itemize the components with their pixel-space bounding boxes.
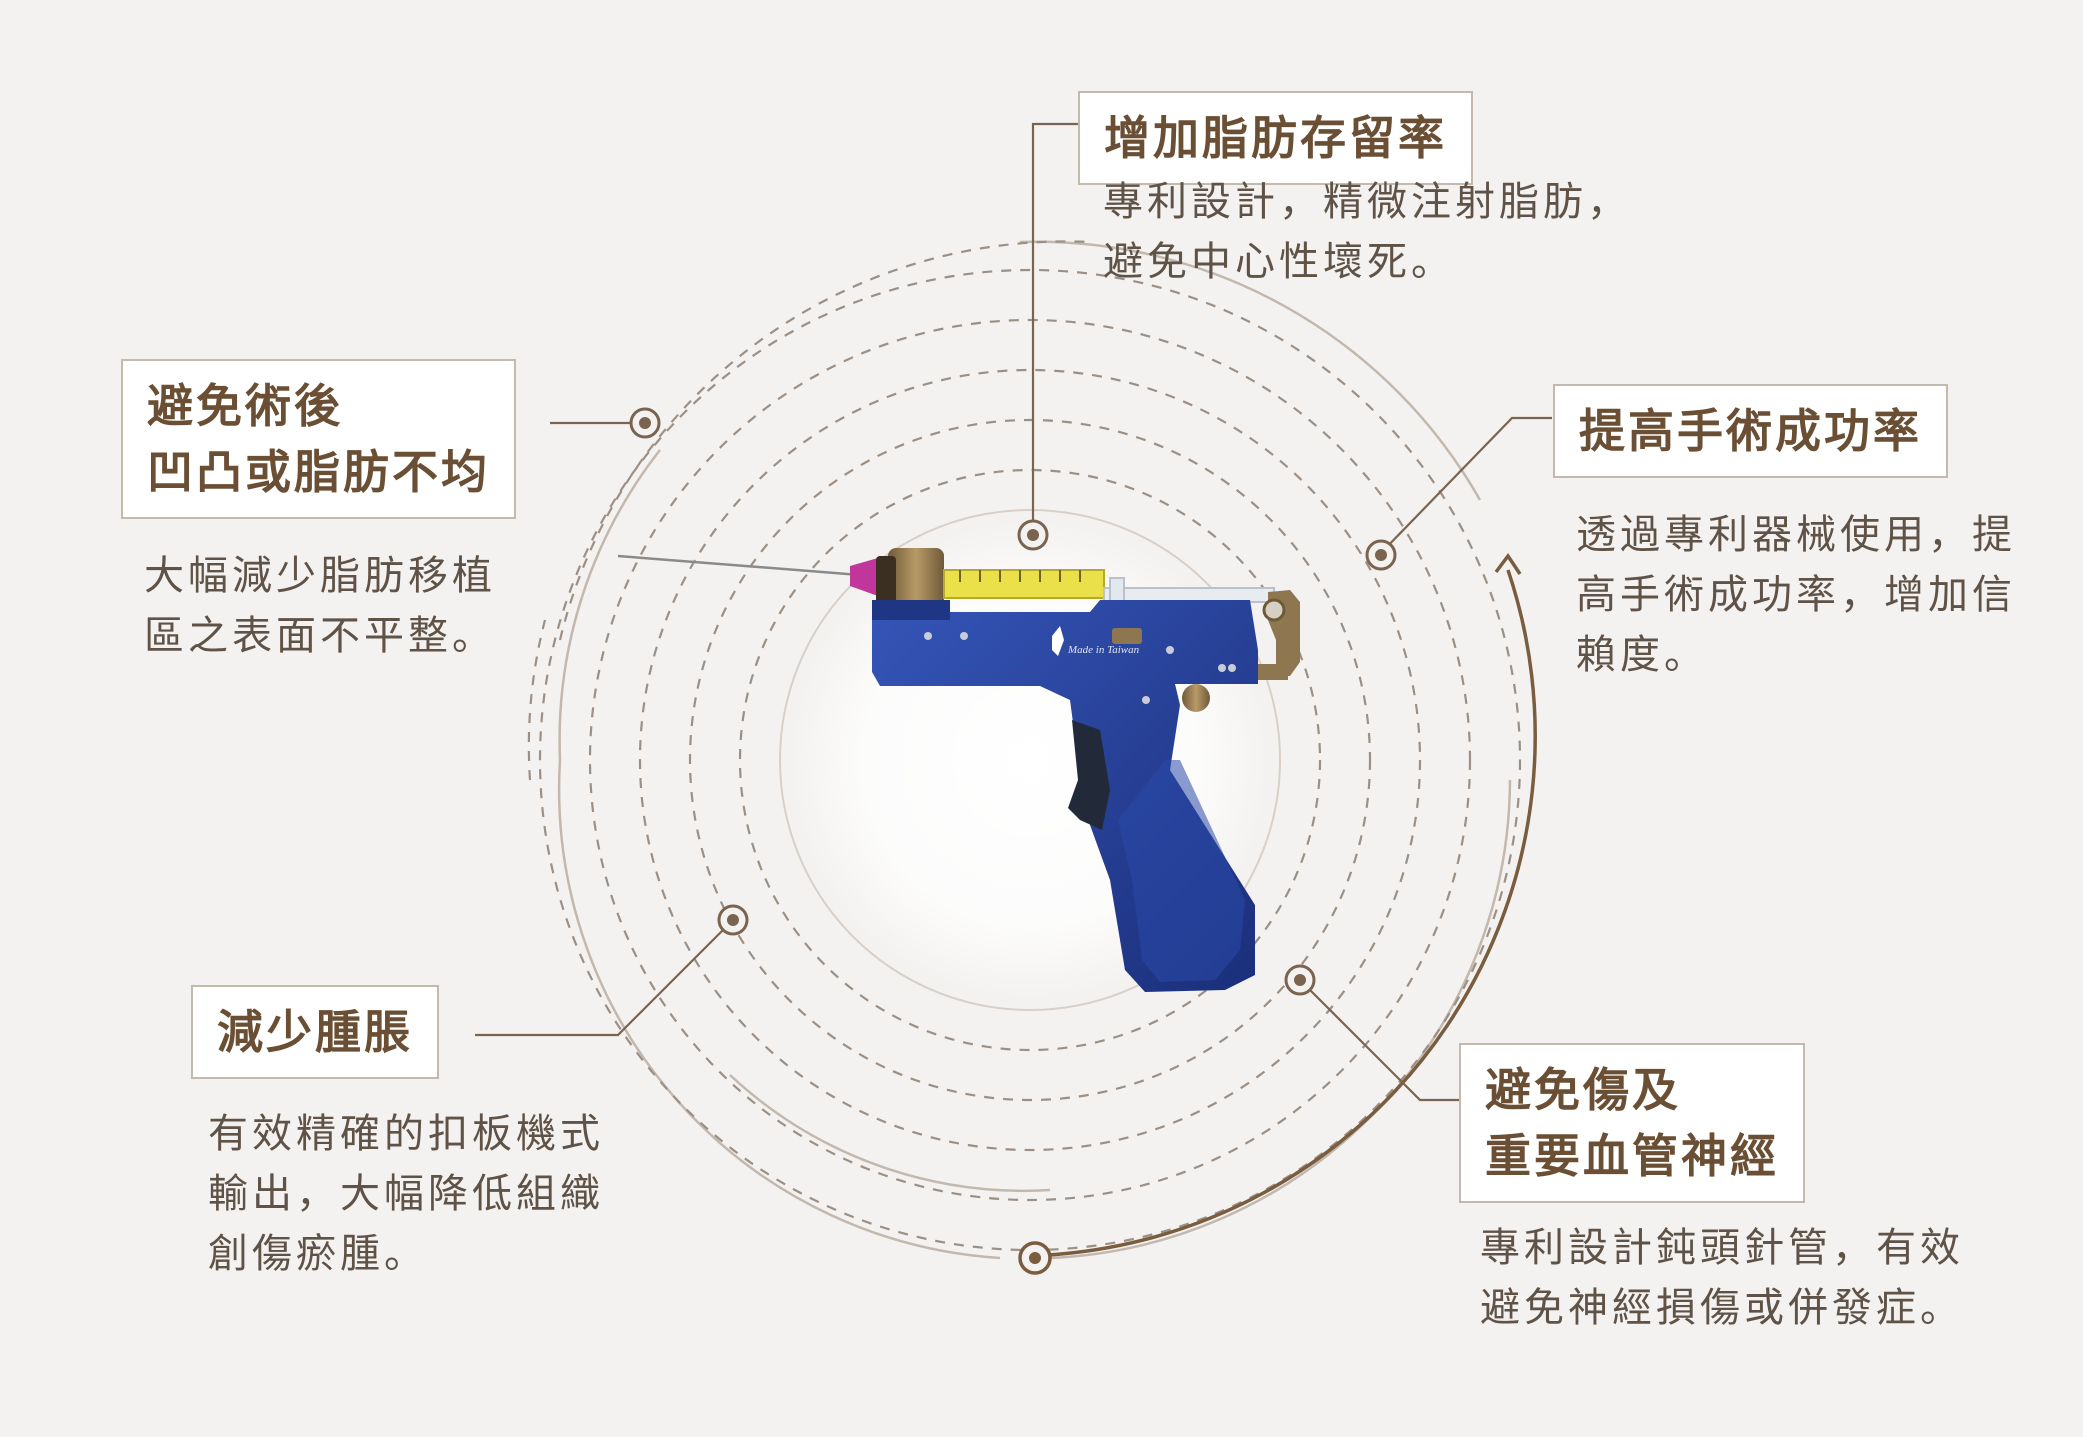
feature-title-line: 增加脂肪存留率 (1104, 111, 1447, 165)
marker-dots (629, 407, 1397, 1275)
leader-lines (475, 122, 1552, 1102)
feature-desc-line: 創傷瘀腫。 (208, 1231, 428, 1277)
feature-title-line: 避免術後 (147, 379, 343, 433)
feature-title-avoid-nerve-injury: 避免傷及 重要血管神經 (1459, 1043, 1805, 1203)
feature-desc-line: 輸出，大幅降低組織 (208, 1171, 604, 1217)
feature-title-reduce-swelling: 減少腫脹 (191, 985, 439, 1079)
feature-desc-line: 有效精確的扣板機式 (208, 1111, 604, 1157)
progress-arrow (1047, 552, 1537, 1257)
feature-desc-line: 專利設計，精微注射脂肪， (1103, 179, 1631, 225)
feature-title-line: 避免傷及 (1485, 1063, 1681, 1117)
feature-desc-line: 賴度。 (1576, 632, 1708, 678)
feature-title-avoid-unevenness: 避免術後 凹凸或脂肪不均 (121, 359, 516, 519)
feature-desc-line: 區之表面不平整。 (144, 613, 496, 659)
feature-title-line: 提高手術成功率 (1579, 404, 1922, 458)
feature-desc-success-rate: 透過專利器械使用，提 高手術成功率，增加信 賴度。 (1576, 505, 2016, 685)
feature-desc-line: 避免神經損傷或併發症。 (1480, 1285, 1964, 1331)
feature-title-line: 重要血管神經 (1485, 1129, 1779, 1183)
feature-desc-avoid-unevenness: 大幅減少脂肪移植 區之表面不平整。 (144, 546, 496, 666)
feature-desc-line: 透過專利器械使用，提 (1576, 512, 2016, 558)
feature-title-line: 凹凸或脂肪不均 (147, 445, 490, 499)
feature-desc-line: 高手術成功率，增加信 (1576, 572, 2016, 618)
device-engraving: Made in Taiwan (1067, 644, 1140, 656)
feature-desc-line: 大幅減少脂肪移植 (144, 553, 496, 599)
feature-desc-avoid-nerve-injury: 專利設計鈍頭針管，有效 避免神經損傷或併發症。 (1480, 1218, 1964, 1338)
feature-title-fat-retention: 增加脂肪存留率 (1078, 91, 1473, 185)
feature-title-line: 減少腫脹 (217, 1005, 413, 1059)
feature-desc-line: 避免中心性壞死。 (1103, 239, 1455, 285)
feature-desc-line: 專利設計鈍頭針管，有效 (1480, 1225, 1964, 1271)
injection-device: Made in Taiwan (617, 548, 1300, 992)
feature-desc-reduce-swelling: 有效精確的扣板機式 輸出，大幅降低組織 創傷瘀腫。 (208, 1104, 604, 1284)
feature-desc-fat-retention: 專利設計，精微注射脂肪， 避免中心性壞死。 (1103, 172, 1631, 292)
feature-title-success-rate: 提高手術成功率 (1553, 384, 1948, 478)
